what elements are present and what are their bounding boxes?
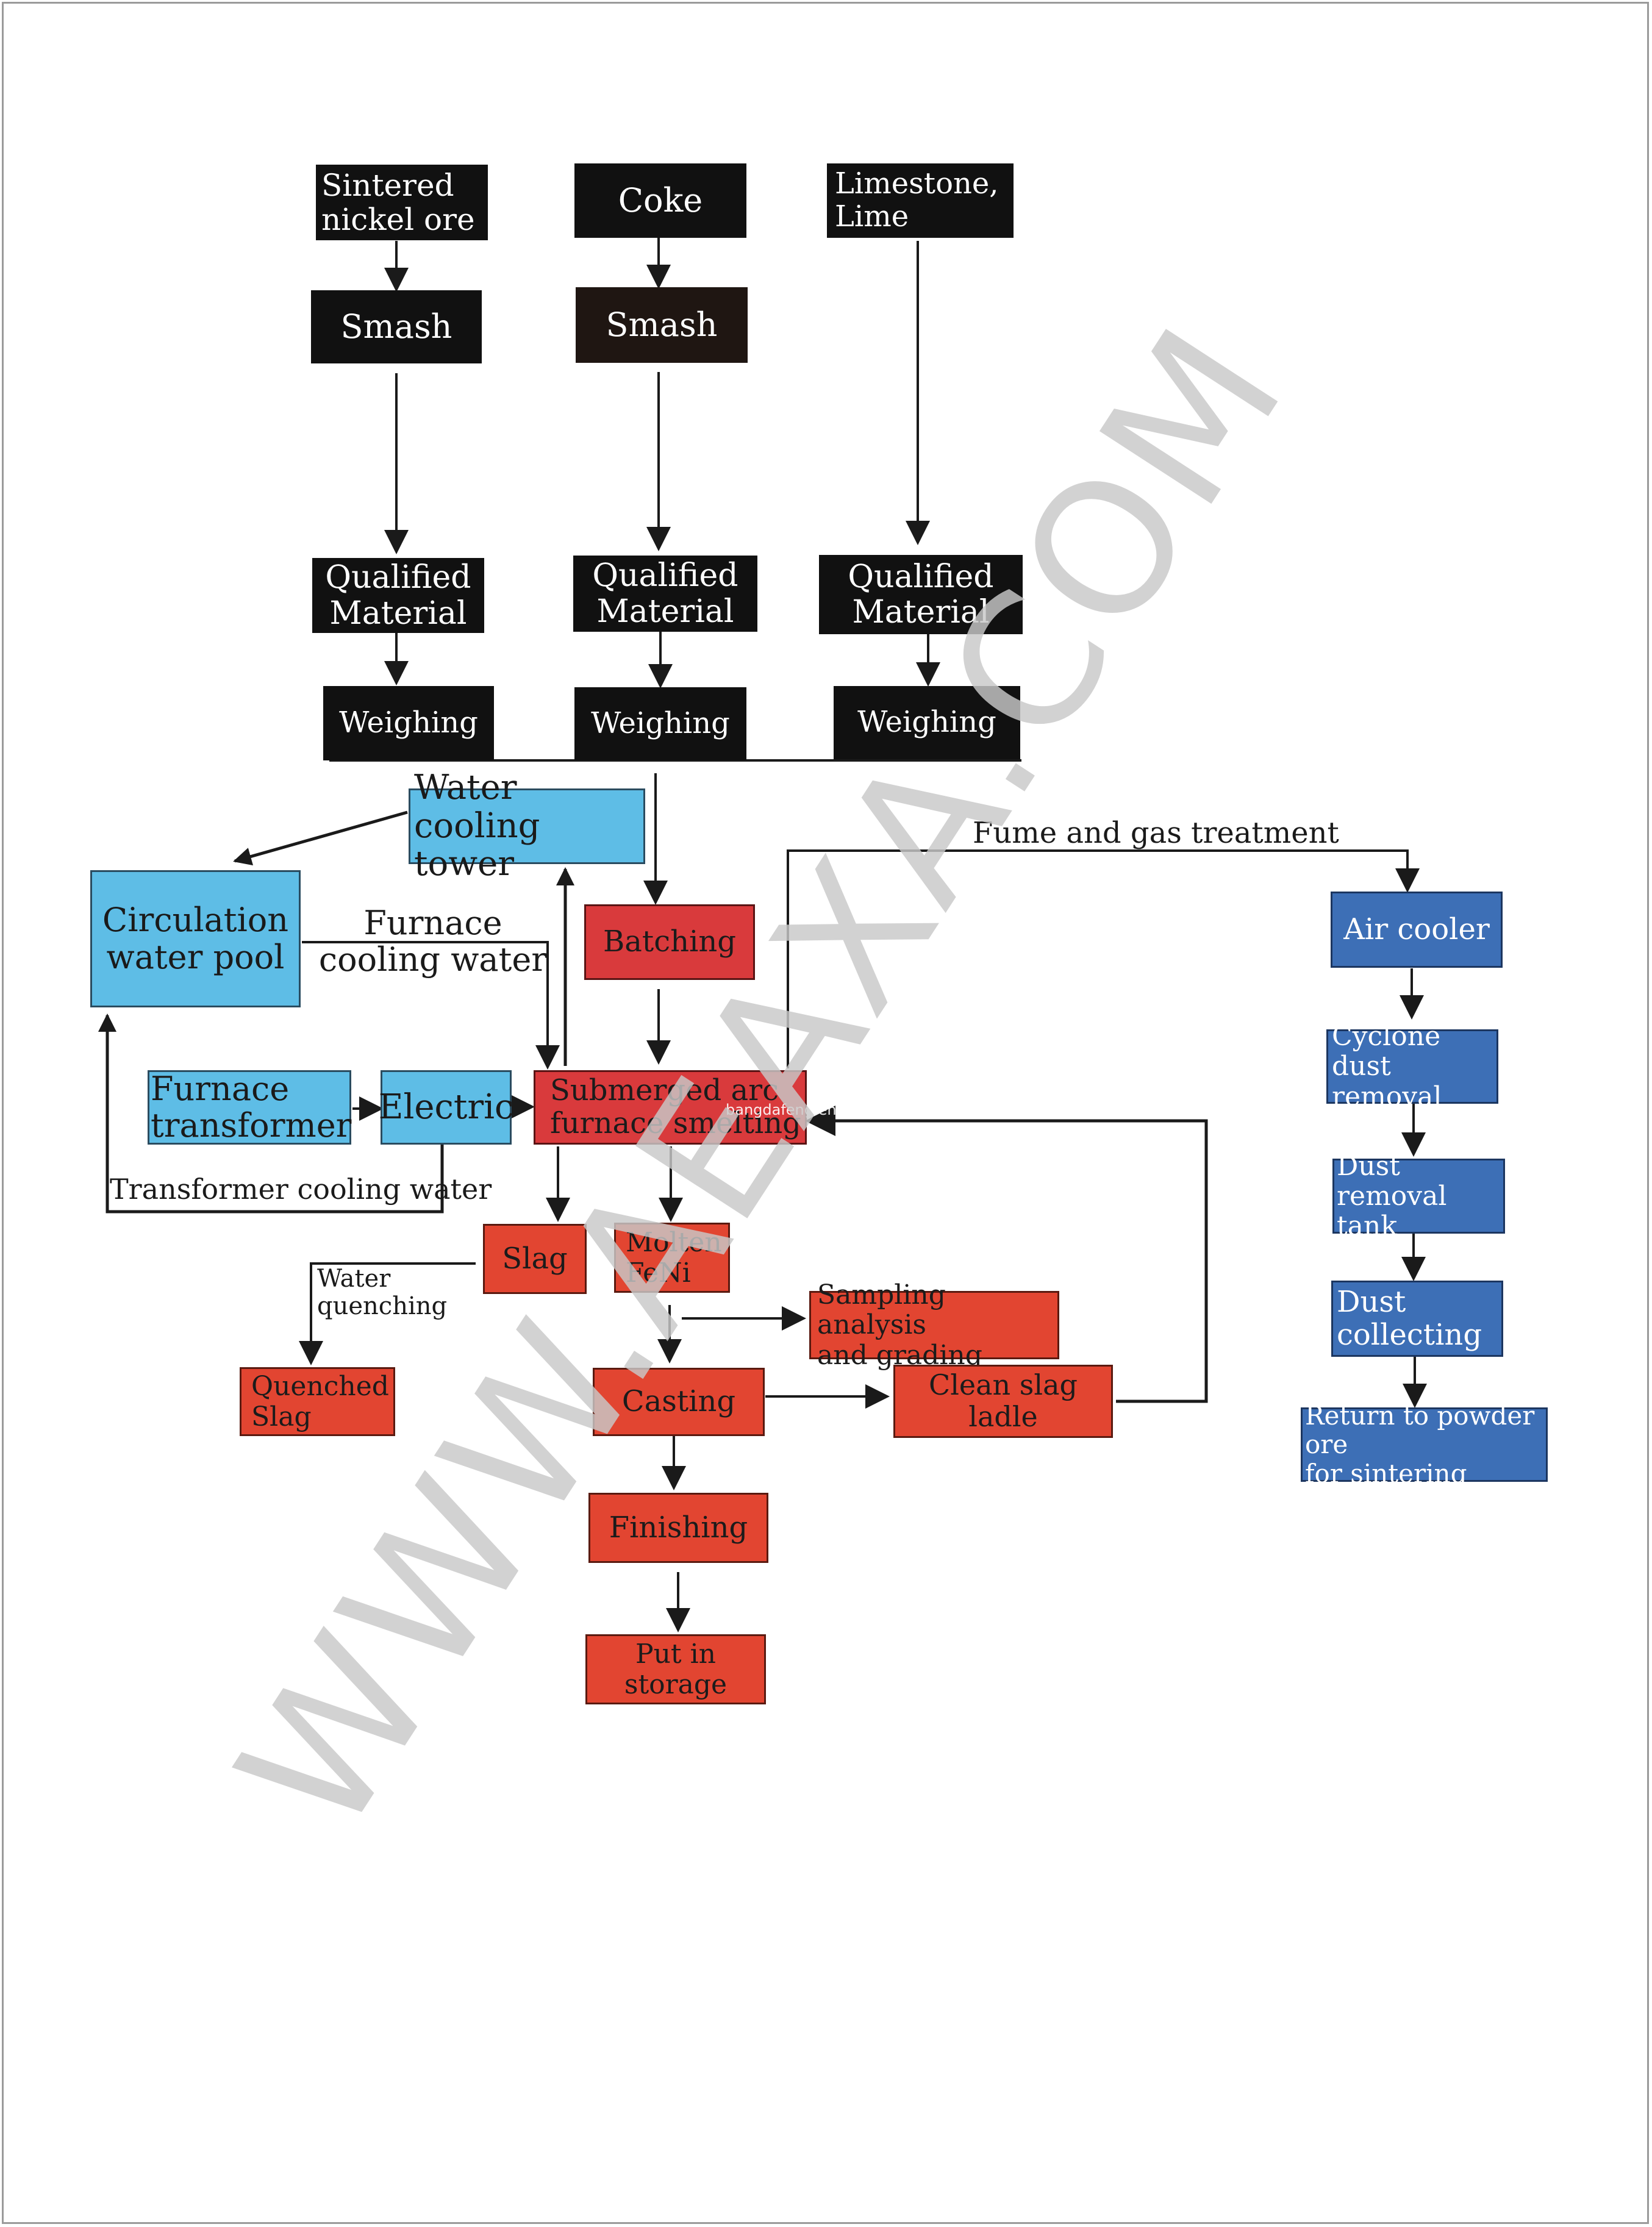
node-label: Weighing <box>857 705 996 740</box>
node-label: Smash <box>606 305 718 344</box>
node-label: Electric <box>378 1087 514 1127</box>
node-label: Submerged arc furnace smelting <box>550 1073 801 1140</box>
node-label: Qualified Material <box>592 557 738 630</box>
node-qualified-material-lime: Qualified Material <box>819 555 1023 634</box>
node-label: Smash <box>340 307 452 346</box>
node-sampling-analysis: Sampling analysis and grading <box>809 1280 1059 1370</box>
node-label: Weighing <box>339 706 478 740</box>
node-label: Finishing <box>609 1510 748 1545</box>
node-dust-collecting: Dust collecting <box>1331 1281 1503 1357</box>
node-label: Qualified Material <box>325 559 471 632</box>
node-put-in-storage: Put in storage <box>585 1634 766 1704</box>
node-weighing-lime: Weighing <box>834 686 1020 759</box>
node-coke: Coke <box>574 163 746 238</box>
node-label: Sintered nickel ore <box>321 168 475 237</box>
node-sintered-nickel-ore: Sintered nickel ore <box>316 165 488 240</box>
node-casting: Casting <box>593 1368 765 1436</box>
node-batching: Batching <box>584 904 755 980</box>
node-label: Air cooler <box>1343 912 1490 946</box>
node-label: Furnace transformer <box>151 1069 352 1145</box>
node-return-to-powder-ore: Return to powder ore for sintering <box>1301 1401 1548 1488</box>
node-label: Limestone, Lime <box>835 166 999 234</box>
node-submerged-arc-furnace-smelting: Submerged arc furnace smelting <box>534 1070 807 1145</box>
node-label: Quenched Slag <box>251 1371 389 1432</box>
node-weighing-coke: Weighing <box>574 687 746 760</box>
node-qualified-material-ore: Qualified Material <box>312 558 484 633</box>
node-label: Water cooling tower <box>414 767 540 884</box>
node-label: Coke <box>618 181 703 220</box>
node-furnace-transformer: Furnace transformer <box>148 1070 351 1145</box>
node-label: Qualified Material <box>848 558 994 631</box>
node-label: Slag <box>502 1241 568 1276</box>
arrow-slag-to-quenched <box>299 1262 476 1365</box>
label-transformer-cooling-water: Transformer cooling water <box>110 1173 492 1206</box>
source-watermark-text: bangdafeng.en.alibaba.com <box>726 1101 931 1118</box>
arrow-furnace-cooling-water <box>302 941 560 1070</box>
node-label: Circulation water pool <box>102 901 289 976</box>
node-qualified-material-coke: Qualified Material <box>573 556 757 632</box>
arrow-ladle-return-to-furnace <box>805 1106 1208 1403</box>
node-smash-coke: Smash <box>576 287 748 363</box>
node-circulation-water-pool: Circulation water pool <box>90 870 301 1007</box>
node-label: Cyclone dust removal <box>1332 1021 1442 1112</box>
node-label: Batching <box>603 924 736 959</box>
node-water-cooling-tower: Water cooling tower <box>409 768 645 883</box>
node-smash-ore: Smash <box>311 290 482 363</box>
node-label: Dust removal tank <box>1337 1150 1447 1242</box>
node-cyclone-dust-removal: Cyclone dust removal <box>1326 1021 1498 1112</box>
ghost-weighing-text: Weighing <box>1110 706 1237 737</box>
arrow-transformer-cooling-water <box>98 1013 444 1214</box>
node-label: Dust collecting <box>1337 1284 1482 1352</box>
node-label: Sampling analysis and grading <box>817 1279 982 1371</box>
node-air-cooler: Air cooler <box>1331 892 1503 968</box>
node-weighing-ore: Weighing <box>323 686 494 760</box>
arrow-tower-to-pool <box>233 810 408 866</box>
label-fume-and-gas-treatment: Fume and gas treatment <box>973 816 1339 850</box>
node-molten-feni: Molten FeNi <box>614 1223 730 1293</box>
node-electric: Electric <box>378 1070 514 1145</box>
node-label: Molten FeNi <box>626 1227 722 1289</box>
node-label: Weighing <box>591 706 730 741</box>
node-slag: Slag <box>483 1224 587 1294</box>
node-dust-removal-tank: Dust removal tank <box>1332 1151 1505 1241</box>
node-finishing: Finishing <box>588 1493 768 1563</box>
arrow-fume-to-air-cooler <box>787 849 1420 1068</box>
node-limestone-lime: Limestone, Lime <box>827 163 1014 238</box>
node-label: Casting <box>621 1384 736 1419</box>
node-clean-slag-ladle: Clean slag ladle <box>893 1365 1113 1438</box>
label-water-quenching: Water quenching <box>317 1265 448 1320</box>
node-quenched-slag: Quenched Slag <box>240 1367 395 1436</box>
node-label: Put in storage <box>624 1639 728 1700</box>
node-label: Return to powder ore for sintering <box>1305 1401 1535 1489</box>
label-furnace-cooling-water: Furnace cooling water <box>318 904 548 979</box>
node-label: Clean slag ladle <box>929 1368 1078 1433</box>
